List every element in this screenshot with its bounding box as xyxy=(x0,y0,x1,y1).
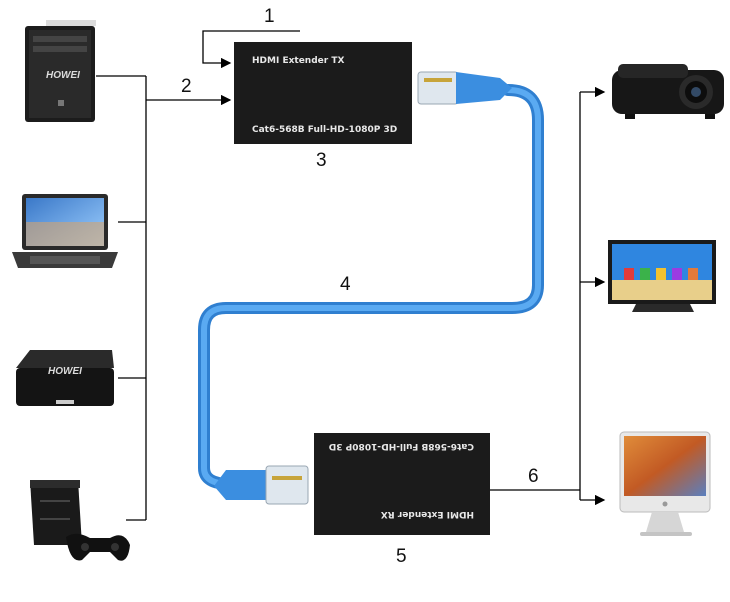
callout-1: 1 xyxy=(264,6,275,27)
tv-icon xyxy=(608,240,716,312)
rx-title: HDMI Extender RX xyxy=(381,509,474,519)
callout-6: 6 xyxy=(528,466,539,487)
monitor-icon xyxy=(619,431,711,536)
laptop-icon xyxy=(12,194,118,268)
pc-brand-label: HOWEI xyxy=(46,70,80,81)
callout-1-line xyxy=(202,30,300,69)
rx-rj45-connector xyxy=(214,465,309,505)
pc-tower-icon: HOWEI xyxy=(25,20,96,122)
display-bus-lines xyxy=(490,86,606,506)
tx-extender-box: HDMI Extender TX Cat6-568B Full-HD-1080P… xyxy=(234,42,412,144)
callout-3: 3 xyxy=(316,150,327,171)
callout-5: 5 xyxy=(396,546,407,567)
rx-extender-box: HDMI Extender RX Cat6-568B Full-HD-1080P… xyxy=(314,433,490,535)
projector-icon xyxy=(612,64,724,119)
rx-spec: Cat6-568B Full-HD-1080P 3D xyxy=(329,441,474,451)
media-box-brand-label: HOWEI xyxy=(48,366,82,377)
callout-4: 4 xyxy=(340,274,351,295)
source-bus-lines xyxy=(96,75,232,521)
tx-spec: Cat6-568B Full-HD-1080P 3D xyxy=(252,125,397,135)
ethernet-cable xyxy=(198,84,544,490)
callout-2: 2 xyxy=(181,76,192,97)
media-box-icon: HOWEI xyxy=(16,350,114,406)
tx-title: HDMI Extender TX xyxy=(252,56,344,66)
game-console-icon xyxy=(30,480,130,561)
tx-rj45-connector xyxy=(417,71,512,105)
